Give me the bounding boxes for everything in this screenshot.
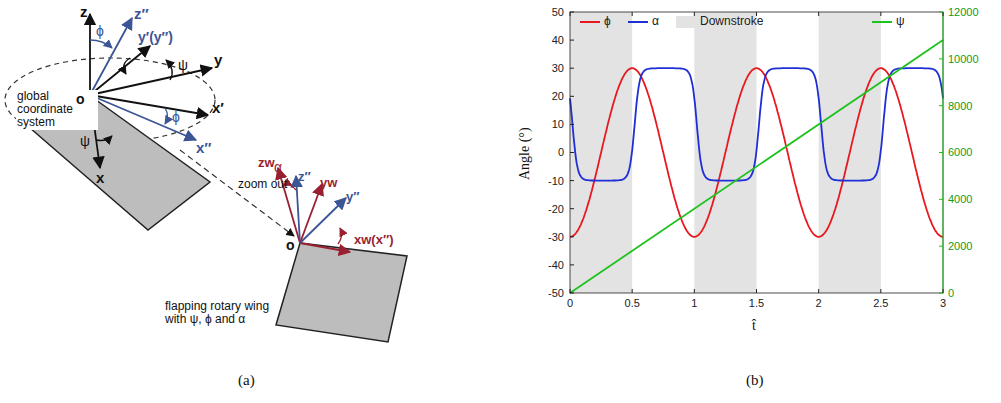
legend-sample: [872, 21, 892, 23]
psi-curve: [570, 40, 943, 293]
tick: [694, 289, 695, 293]
tick-label: 12000: [948, 6, 979, 18]
tick-label: 10000: [948, 53, 979, 65]
tick: [570, 208, 574, 209]
axis-label: z: [80, 4, 88, 21]
tick: [570, 12, 574, 13]
tick: [943, 289, 944, 293]
tick-label: 0.5: [625, 297, 640, 309]
axis-label: x′: [212, 100, 224, 117]
tick-label: 3: [940, 297, 946, 309]
axis-label: o: [286, 238, 295, 253]
tick: [818, 289, 819, 293]
tick: [880, 12, 881, 16]
tick-label: 8000: [948, 100, 972, 112]
tick-label: 6000: [948, 146, 972, 158]
axes-box: [570, 12, 943, 293]
axis-label: y′(y″): [138, 30, 173, 45]
tick: [570, 236, 574, 237]
tick-label: 40: [552, 34, 564, 46]
tick-label: -30: [548, 231, 564, 243]
tick-label: -20: [548, 203, 564, 215]
tick: [570, 12, 571, 16]
tick: [570, 264, 574, 265]
axis-label: xw(x″): [354, 233, 393, 247]
tick-label: 0: [948, 287, 954, 299]
tick: [880, 289, 881, 293]
phi-curve: [570, 68, 943, 237]
tick: [632, 12, 633, 16]
tick: [570, 293, 574, 294]
tick-label: 20: [552, 90, 564, 102]
tick: [570, 124, 574, 125]
axis-label: zw: [258, 156, 275, 170]
tick: [570, 152, 574, 153]
axis-label: ϕ: [172, 110, 180, 125]
axis-label: (a): [238, 372, 255, 389]
axis-label: α: [274, 160, 282, 175]
tick: [939, 293, 943, 294]
tick-label: -40: [548, 259, 564, 271]
tick: [939, 12, 943, 13]
tick-label: 0: [567, 297, 573, 309]
axis-label: Angle (°): [517, 127, 532, 180]
tick: [939, 105, 943, 106]
tick: [939, 199, 943, 200]
tick: [570, 96, 574, 97]
axis-label: (b): [746, 372, 764, 389]
axis-label: ψ: [80, 134, 90, 149]
axis-label: global coordinate system: [16, 90, 98, 130]
tick: [939, 246, 943, 247]
axis-label: flapping rotary wing with ψ, ϕ and α: [164, 300, 274, 326]
tick-label: 2.5: [873, 297, 888, 309]
tick: [570, 68, 574, 69]
tick-label: 30: [552, 62, 564, 74]
axis-label: z″: [298, 170, 311, 184]
tick: [570, 180, 574, 181]
alpha-curve: [570, 68, 943, 180]
tick-label: 10: [552, 118, 564, 130]
tick: [570, 40, 574, 41]
tick: [939, 58, 943, 59]
tick-label: -10: [548, 175, 564, 187]
tick-label: 50: [552, 6, 564, 18]
tick-label: 1.5: [749, 297, 764, 309]
tick-label: 1: [691, 297, 697, 309]
legend-text: α: [652, 15, 659, 28]
axis-label: y: [214, 52, 222, 69]
tick: [570, 289, 571, 293]
tick-label: 2000: [948, 240, 972, 252]
axis-label: zoom out: [238, 178, 287, 191]
tick-label: 0: [558, 146, 564, 158]
axis-label: z″: [134, 6, 149, 23]
tick-label: 4000: [948, 193, 972, 205]
axis-label: y″: [346, 190, 359, 204]
tick-label: -50: [548, 287, 564, 299]
tick: [632, 289, 633, 293]
axis-label: t̂: [752, 318, 756, 333]
tick: [756, 289, 757, 293]
legend-sample: [628, 21, 648, 23]
axis-label: ψ: [178, 58, 188, 73]
legend-text: Downstroke: [700, 15, 763, 28]
legend-sample: [580, 21, 600, 23]
legend-swatch: [676, 16, 696, 28]
tick: [818, 12, 819, 16]
legend-text: ψ: [896, 15, 905, 28]
legend-text: ϕ: [604, 15, 611, 28]
axis-label: yw: [320, 176, 337, 190]
axis-label: x: [96, 170, 104, 187]
tick: [939, 152, 943, 153]
axis-label: ϕ: [96, 24, 104, 39]
axis-label: x″: [196, 140, 212, 157]
tick: [943, 12, 944, 16]
axis-label: o: [76, 92, 85, 107]
tick-label: 2: [816, 297, 822, 309]
